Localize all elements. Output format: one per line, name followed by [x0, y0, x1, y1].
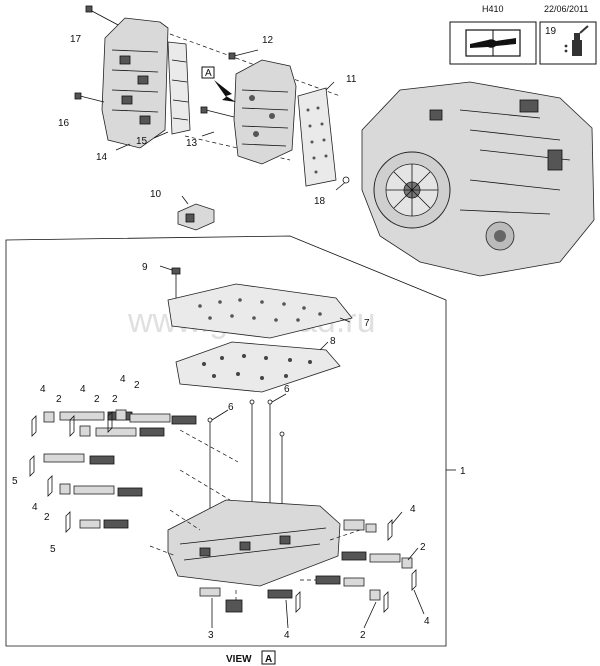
diagram-code: H410	[482, 4, 504, 14]
transmission-housing	[361, 81, 595, 277]
fluid-box: 19	[539, 21, 597, 65]
manual-box	[449, 21, 537, 65]
valve-body-14	[101, 17, 169, 149]
callout-2c: 2	[134, 380, 140, 391]
spool-row-2	[79, 425, 165, 437]
valve-body-assembly	[233, 59, 297, 165]
view-label-letter: A	[265, 654, 272, 665]
callout-2g: 2	[112, 394, 118, 405]
spring-bottom	[267, 589, 301, 613]
callout-11: 11	[346, 74, 357, 85]
callout-6b: 6	[228, 402, 234, 413]
callout-13: 13	[186, 138, 198, 149]
spacer-plate-7	[167, 283, 353, 339]
plunger-3	[199, 587, 243, 613]
callout-2e: 2	[420, 542, 426, 553]
callout-15: 15	[136, 136, 148, 147]
oil-bottle-icon	[564, 25, 589, 56]
gasket-15	[167, 41, 191, 135]
bolt-12	[228, 49, 259, 60]
callout-4e: 4	[410, 504, 416, 515]
sensor-10	[177, 203, 215, 231]
callout-8: 8	[330, 336, 336, 347]
view-a-arrow: A	[201, 66, 236, 102]
spool-row-right-2	[341, 551, 413, 569]
spool-row-right-3	[315, 575, 381, 601]
spool-row-3	[115, 409, 197, 425]
spool-row-right-1	[343, 519, 377, 533]
wrench-book-icon	[465, 29, 521, 57]
retaining-clips-right	[383, 519, 417, 613]
callout-2a: 2	[56, 394, 62, 405]
callout-14: 14	[96, 152, 108, 163]
view-a-arrow-letter: A	[205, 68, 212, 79]
bolt-17	[85, 5, 121, 27]
callout-6a: 6	[284, 384, 290, 395]
callout-4b: 4	[80, 384, 86, 395]
screw-18	[335, 176, 350, 191]
leader-lines	[115, 81, 425, 629]
bolt-16	[74, 92, 105, 103]
callout-labels: 17 16 14 15 13 12 11 18 10 9 7 8 6 6 1 4…	[12, 34, 466, 641]
callout-4c: 4	[120, 374, 126, 385]
spool-row-6	[79, 519, 129, 529]
callout-9: 9	[142, 262, 148, 273]
callout-3: 3	[208, 630, 214, 641]
callout-5b: 5	[50, 544, 56, 555]
lower-valve-body	[167, 499, 341, 587]
view-label-text: VIEW	[226, 654, 252, 665]
callout-2f: 2	[360, 630, 366, 641]
bolt-13	[200, 106, 239, 119]
callout-2d: 2	[44, 512, 50, 523]
callout-5a: 5	[12, 476, 18, 487]
plate-11	[297, 87, 337, 187]
callout-4a: 4	[40, 384, 46, 395]
callout-12: 12	[262, 35, 274, 46]
callout-2b: 2	[94, 394, 100, 405]
callout-1: 1	[460, 466, 466, 477]
view-a-frame	[5, 235, 447, 647]
box-number: 19	[545, 26, 557, 37]
callout-4d: 4	[32, 502, 38, 513]
retaining-clips-left	[29, 411, 113, 533]
spool-row-4	[43, 453, 115, 465]
callout-4g: 4	[284, 630, 290, 641]
spool-guidelines	[149, 429, 361, 604]
diagram-date: 22/06/2011	[544, 4, 588, 14]
view-a-label: VIEW A	[226, 650, 276, 665]
gasket-8	[175, 341, 341, 393]
spool-row-5	[59, 483, 143, 497]
callout-7: 7	[364, 318, 370, 329]
callout-16: 16	[58, 118, 70, 129]
view-a-exploded-group	[29, 267, 417, 613]
callout-17: 17	[70, 34, 82, 45]
bolt-9	[171, 267, 181, 300]
callout-18: 18	[314, 196, 326, 207]
callout-4f: 4	[424, 616, 430, 627]
callout-10: 10	[150, 189, 162, 200]
upper-exploded-group: A	[74, 5, 350, 231]
